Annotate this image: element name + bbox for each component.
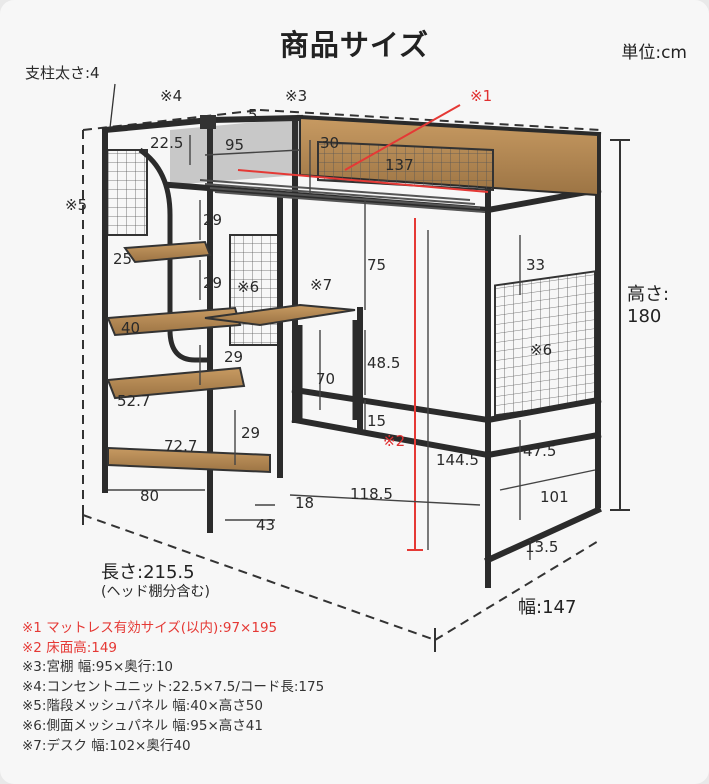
stair-mesh-panel xyxy=(106,149,148,236)
note-6: ※6:側面メッシュパネル 幅:95×高さ41 xyxy=(22,717,263,734)
outline-dashed xyxy=(82,109,601,641)
dim-80: 80 xyxy=(140,487,159,505)
dim-33: 33 xyxy=(526,256,545,274)
note-5: ※5:階段メッシュパネル 幅:40×高さ50 xyxy=(22,698,263,715)
dim-29-a: 29 xyxy=(203,211,222,229)
unit-label: 単位:cm xyxy=(621,43,687,63)
pillar-leader xyxy=(109,83,116,129)
dim-18: 18 xyxy=(295,494,314,512)
desk xyxy=(204,303,356,327)
dim-52-7: 52.7 xyxy=(117,392,150,410)
ref7-label: ※7 xyxy=(310,276,332,294)
dim-29-c: 29 xyxy=(224,348,243,366)
mattress-dim xyxy=(237,104,489,551)
length-note: (ヘッド棚分含む) xyxy=(101,584,210,600)
dim-75: 75 xyxy=(367,256,386,274)
length-label: 長さ:215.5 xyxy=(101,562,195,583)
width-label: 幅:147 xyxy=(518,597,576,618)
ref4-label: ※4 xyxy=(160,87,182,105)
dim-48-5: 48.5 xyxy=(367,354,400,372)
ref3-label: ※3 xyxy=(285,87,307,105)
note-2: ※2 床面高:149 xyxy=(22,639,118,656)
dim-137: 137 xyxy=(385,156,414,174)
page-title: 商品サイズ xyxy=(279,28,430,62)
ref5-label: ※5 xyxy=(65,196,87,214)
dim-70: 70 xyxy=(316,370,335,388)
overall-dim-lines xyxy=(82,139,630,652)
dim-29-d: 29 xyxy=(241,424,260,442)
dim-29-b: 29 xyxy=(203,274,222,292)
dim-22-5: 22.5 xyxy=(150,134,183,152)
ref6b-label: ※6 xyxy=(530,341,552,359)
ref6a-label: ※6 xyxy=(237,278,259,296)
note-4: ※4:コンセントユニット:22.5×7.5/コード長:175 xyxy=(22,678,325,695)
stair-treads xyxy=(106,240,271,474)
dim-118-5: 118.5 xyxy=(350,485,393,503)
height-value: 180 xyxy=(627,306,661,327)
dim-144-5: 144.5 xyxy=(436,451,479,469)
note-1: ※1 マットレス有効サイズ(以内):97×195 xyxy=(22,620,278,636)
dim-47-5: 47.5 xyxy=(523,442,556,460)
side-mesh-panel-center xyxy=(229,234,281,346)
dim-5: 5 xyxy=(248,106,258,124)
dim-95: 95 xyxy=(225,136,244,154)
bed-slats xyxy=(199,179,486,213)
stair-stringer xyxy=(138,147,210,363)
note-7: ※7:デスク 幅:102×奥行40 xyxy=(22,737,191,754)
dim-13-5: 13.5 xyxy=(525,538,558,556)
pillar-label: 支柱太さ:4 xyxy=(25,64,100,82)
dim-lines xyxy=(108,135,596,560)
dim-30: 30 xyxy=(320,134,339,152)
dim-25: 25 xyxy=(113,250,132,268)
dim-15: 15 xyxy=(367,412,386,430)
ref1-label: ※1 xyxy=(470,87,492,105)
dim-40: 40 xyxy=(121,319,140,337)
dim-43: 43 xyxy=(256,516,275,534)
dim-72-7: 72.7 xyxy=(164,437,197,455)
note-3: ※3:宮棚 幅:95×奥行:10 xyxy=(22,659,174,676)
ref2-label: ※2 xyxy=(383,432,405,450)
head-shelf xyxy=(170,118,300,185)
dim-101: 101 xyxy=(540,488,569,506)
headboard-mesh-window xyxy=(317,140,494,192)
notes-list: ※1 マットレス有効サイズ(以内):97×195 ※2 床面高:149 ※3:宮… xyxy=(22,619,324,756)
height-label: 高さ: xyxy=(627,284,669,305)
outlet-unit xyxy=(200,115,216,129)
